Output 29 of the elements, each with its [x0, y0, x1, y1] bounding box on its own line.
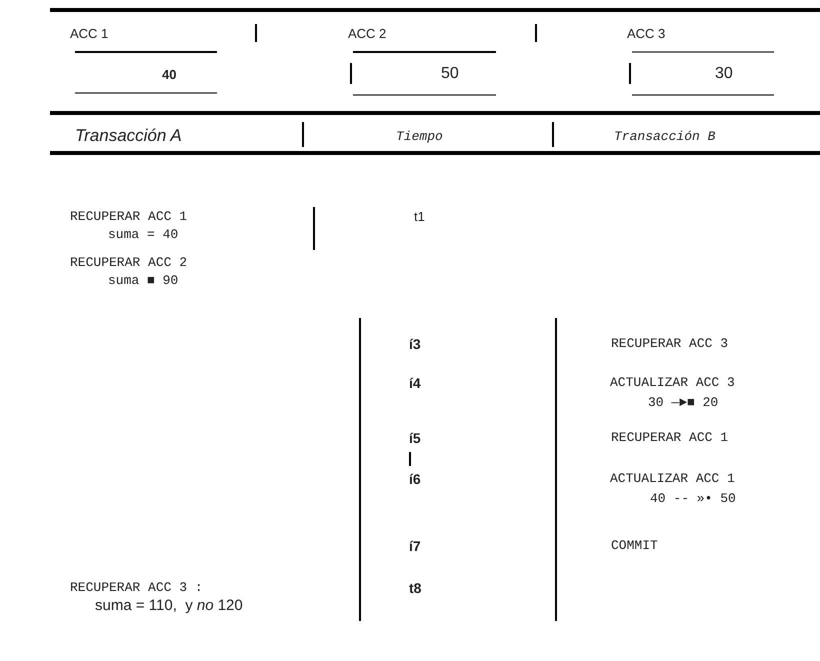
- balance-value: 30: [715, 64, 733, 84]
- result-text: suma = 40: [108, 227, 178, 243]
- column-header: Transacción B: [614, 129, 716, 145]
- account-name: ACC 2: [348, 26, 386, 42]
- operation-text: RECUPERAR ACC 3 :: [70, 580, 203, 596]
- operation-text: ACTUALIZAR ACC 3: [610, 375, 735, 391]
- operation-text: RECUPERAR ACC 3: [611, 336, 728, 352]
- result-text: suma ■ 90: [108, 273, 178, 289]
- value-change-text: 40 -- »• 50: [650, 491, 736, 507]
- time-label: í4: [409, 375, 421, 392]
- column-header: Transacción A: [75, 126, 182, 146]
- result-text: suma = 110, y no 120: [95, 597, 243, 615]
- time-label: t8: [409, 580, 422, 597]
- account-name: ACC 1: [70, 26, 108, 42]
- balance-value: 50: [441, 64, 459, 84]
- time-label: í3: [409, 336, 421, 353]
- balance-value: 40: [162, 67, 176, 83]
- time-label: í5: [409, 430, 421, 447]
- operation-text: ACTUALIZAR ACC 1: [610, 471, 735, 487]
- operation-text: RECUPERAR ACC 2: [70, 255, 188, 271]
- time-label: í6: [409, 471, 421, 488]
- account-name: ACC 3: [627, 26, 666, 42]
- operation-text: COMMIT: [611, 538, 658, 554]
- operation-text: RECUPERAR ACC 1: [611, 430, 728, 446]
- column-header: Tiempo: [396, 129, 443, 145]
- operation-text: RECUPERAR ACC 1: [70, 209, 188, 225]
- time-label: í7: [409, 538, 421, 555]
- value-change-text: 30 —►■ 20: [648, 395, 718, 411]
- time-label: t1: [414, 209, 425, 225]
